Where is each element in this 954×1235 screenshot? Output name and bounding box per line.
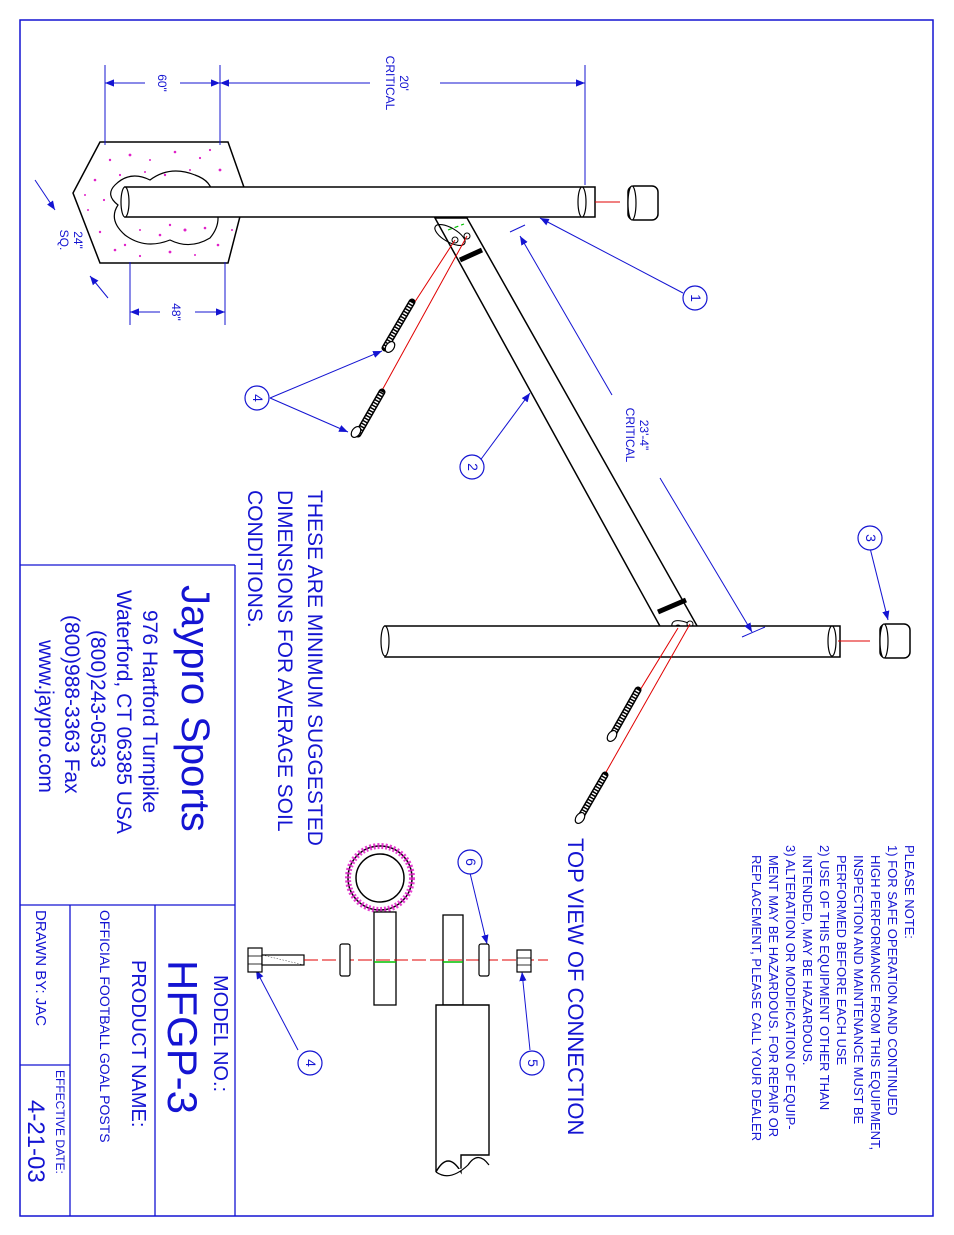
model-block: MODEL NO.: HFGP-3 PRODUCT NAME: OFFICIAL… bbox=[22, 910, 231, 1183]
notice-line-2: DIMENSIONS FOR AVERAGE SOIL bbox=[273, 490, 296, 832]
callout-5-label: 5 bbox=[525, 1059, 541, 1067]
company-phone: (800)243-0533 bbox=[86, 630, 109, 768]
callout-3: 3 bbox=[857, 525, 883, 551]
company-fax: (800)988-3363 Fax bbox=[60, 615, 83, 794]
note-line-7: 3) ALTERATION OR MODIFICATION OF EQUIP- bbox=[783, 845, 798, 1130]
minimum-dimensions-notice: THESE ARE MINIMUM SUGGESTED DIMENSIONS F… bbox=[243, 490, 326, 846]
diagonal-crossbar-post bbox=[433, 217, 707, 649]
upright-post-2 bbox=[380, 625, 870, 658]
product-name: OFFICIAL FOOTBALL GOAL POSTS bbox=[97, 910, 113, 1143]
model-label: MODEL NO.: bbox=[209, 975, 231, 1092]
note-line-6: INTENDED, MAY BE HAZARDOUS. bbox=[800, 855, 815, 1065]
effective-date-label: EFFECTIVE DATE: bbox=[53, 1070, 67, 1174]
notes-title: PLEASE NOTE: bbox=[902, 845, 917, 939]
callout-6-label: 6 bbox=[463, 858, 479, 866]
callout-6: 6 bbox=[457, 849, 483, 875]
company-block: Jaypro Sports 976 Hartford Turnpike Wate… bbox=[34, 585, 217, 834]
callout-2-label: 2 bbox=[465, 463, 481, 471]
note-line-9: REPLACEMENT, PLEASE CALL YOUR DEALER bbox=[749, 855, 764, 1141]
notice-line-3: CONDITIONS. bbox=[243, 490, 266, 628]
dimension-lines bbox=[34, 65, 766, 638]
dim-24-label: 24" bbox=[71, 231, 85, 249]
dim-critical-top-label: CRITICAL bbox=[383, 56, 397, 111]
callout-4-top: 4 bbox=[244, 385, 270, 411]
callout-4-bottom: 4 bbox=[297, 1050, 323, 1076]
dim-20-label: 20' bbox=[397, 75, 411, 91]
dim-48-label: 48" bbox=[169, 303, 183, 321]
bolt-lower-a bbox=[606, 627, 679, 743]
top-view-label: TOP VIEW OF CONNECTION bbox=[563, 838, 588, 1135]
connection-detail bbox=[247, 843, 548, 1177]
note-line-3: INSPECTION AND MAINTENANCE MUST BE bbox=[851, 855, 866, 1125]
callout-leaders bbox=[255, 217, 890, 1051]
sheet-border bbox=[19, 19, 934, 1217]
dim-critical-diag-label: CRITICAL bbox=[623, 408, 637, 463]
callout-1-label: 1 bbox=[688, 294, 704, 302]
callout-5: 5 bbox=[519, 1050, 545, 1076]
bolt-lower-b bbox=[574, 623, 691, 825]
please-note-block: PLEASE NOTE: 1) FOR SAFE OPERATION AND C… bbox=[749, 845, 917, 1150]
note-line-8: MENT MAY BE HAZARDOUS. FOR REPAIR OR bbox=[766, 855, 781, 1137]
effective-date: 4-21-03 bbox=[22, 1100, 49, 1183]
callout-4-top-label: 4 bbox=[250, 394, 266, 402]
callout-3-label: 3 bbox=[863, 534, 879, 542]
product-label: PRODUCT NAME: bbox=[127, 960, 149, 1127]
bolt-upper-b bbox=[350, 235, 468, 439]
callout-2: 2 bbox=[459, 454, 485, 480]
title-block bbox=[20, 564, 236, 1216]
notice-line-1: THESE ARE MINIMUM SUGGESTED bbox=[303, 490, 326, 846]
callout-1: 1 bbox=[682, 285, 708, 311]
end-cap-top bbox=[627, 185, 659, 221]
callout-4-bottom-label: 4 bbox=[303, 1059, 319, 1067]
company-address-2: Waterford, CT 06385 USA bbox=[112, 590, 135, 834]
note-line-1: 1) FOR SAFE OPERATION AND CONTINUED bbox=[885, 845, 900, 1116]
upright-post-1 bbox=[120, 186, 620, 218]
drawn-by: DRAWN BY: JAC bbox=[32, 910, 49, 1026]
note-line-5: 2) USE OF THIS EQUIPMENT OTHER THAN bbox=[817, 845, 832, 1110]
note-line-4: PERFORMED BEFORE EACH USE bbox=[834, 855, 849, 1066]
company-address-1: 976 Hartford Turnpike bbox=[138, 610, 161, 813]
dim-60-label: 60" bbox=[155, 74, 169, 92]
end-cap-bottom bbox=[879, 623, 911, 659]
model-number: HFGP-3 bbox=[159, 960, 206, 1114]
dim-sq-label: SQ. bbox=[57, 230, 71, 251]
dim-23-4-label: 23'-4" bbox=[637, 420, 651, 451]
company-website: www.jaypro.com bbox=[34, 639, 57, 793]
bolt-upper-a bbox=[381, 239, 456, 354]
company-name: Jaypro Sports bbox=[173, 585, 217, 832]
note-line-2: HIGH PERFORMANCE FROM THIS EQUIPMENT, bbox=[868, 855, 883, 1150]
